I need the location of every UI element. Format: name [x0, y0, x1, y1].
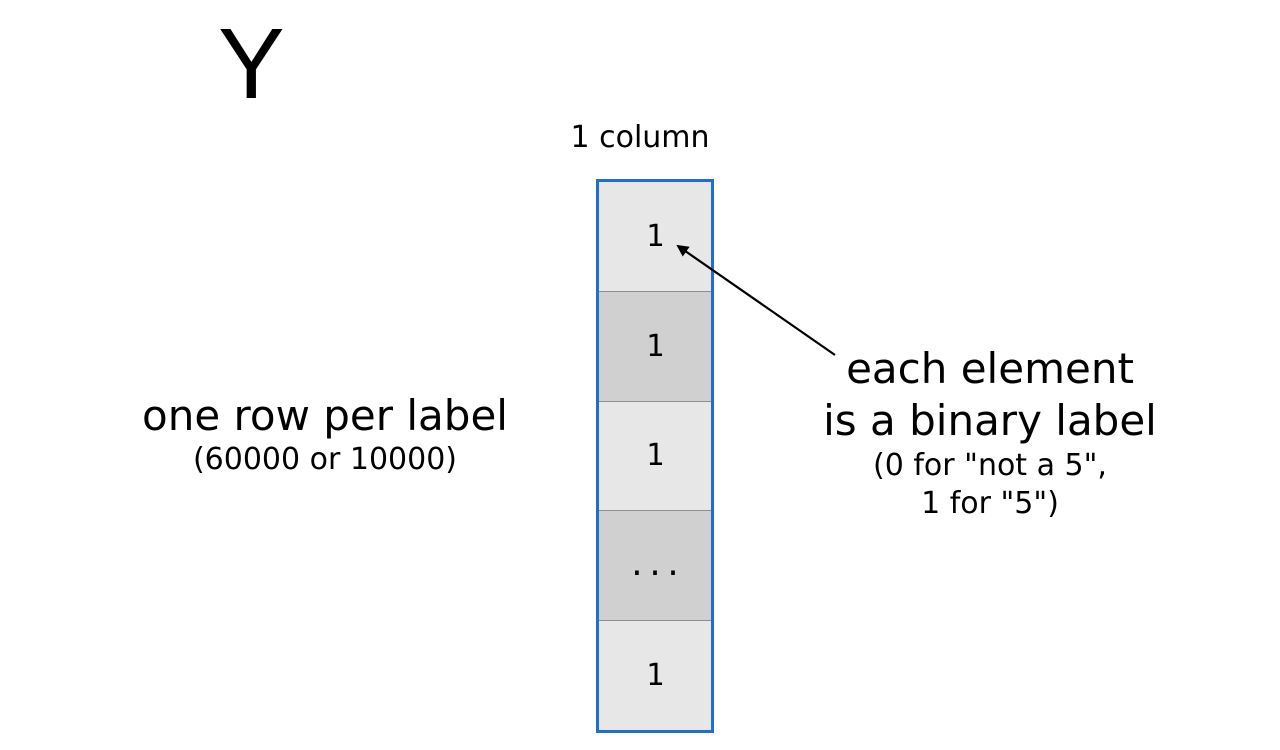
matrix-name-title: Y [218, 8, 285, 120]
row-count-sub-text: (60000 or 10000) [192, 442, 458, 477]
column-count-label: 1 column [570, 120, 710, 155]
element-annotation-line4: 1 for "5") [921, 486, 1059, 521]
matrix-cell: 1 [599, 400, 711, 511]
row-count-main-text: one row per label [142, 391, 508, 440]
element-annotation-line2: is a binary label [823, 396, 1157, 445]
element-annotation: each element is a binary label (0 for "n… [790, 343, 1190, 523]
matrix-cell: 1 [599, 290, 711, 401]
matrix-cell: 1 [599, 620, 711, 730]
label-vector-matrix: 1 1 1 ... 1 [596, 179, 714, 733]
matrix-cell: 1 [599, 182, 711, 291]
element-annotation-line1: each element [846, 344, 1134, 393]
matrix-cell-ellipsis: ... [599, 510, 711, 621]
element-annotation-line3: (0 for "not a 5", [873, 448, 1107, 483]
row-count-annotation: one row per label (60000 or 10000) [110, 392, 540, 480]
